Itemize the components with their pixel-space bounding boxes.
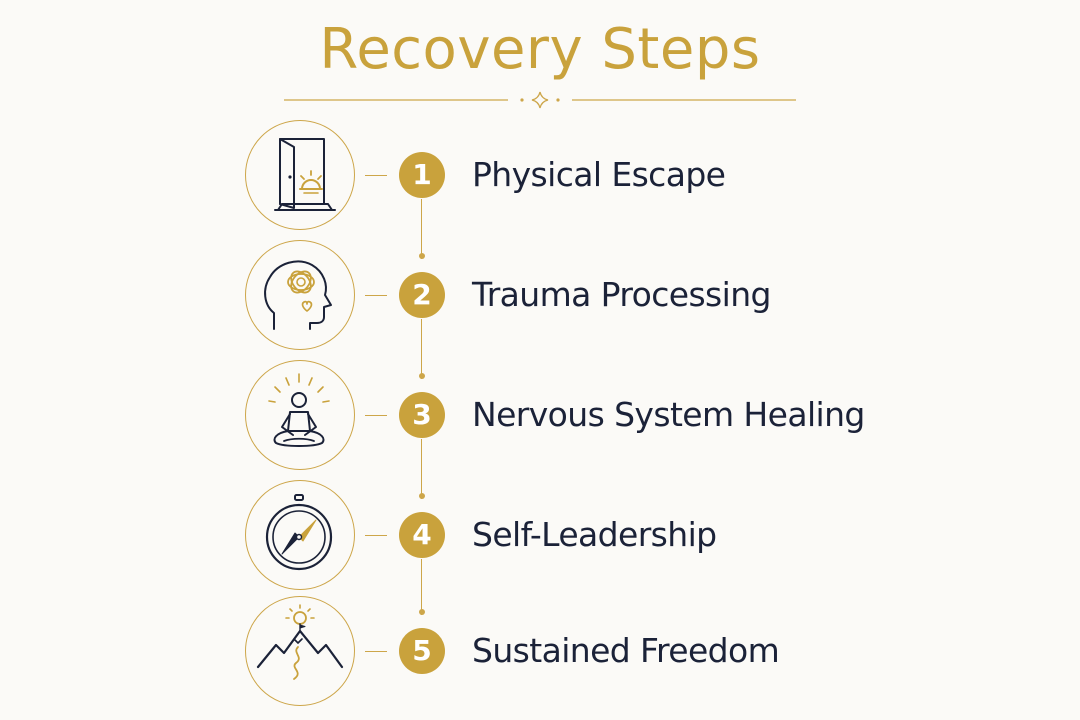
compass-icon (265, 494, 333, 571)
step-trauma-processing: 2 Trauma Processing (0, 240, 1080, 352)
timeline-dot (419, 373, 425, 379)
timeline-connector (421, 559, 422, 615)
open-door-sunrise-icon (274, 138, 336, 211)
step-label: Sustained Freedom (472, 631, 780, 670)
timeline-dot (419, 493, 425, 499)
step-number-badge: 1 (399, 152, 445, 198)
step-number-badge: 5 (399, 628, 445, 674)
step-connector-line (365, 651, 387, 652)
step-number-badge: 2 (399, 272, 445, 318)
step-self-leadership: 4 Self-Leadership (0, 480, 1080, 592)
step-connector-line (365, 415, 387, 416)
step-sustained-freedom: 5 Sustained Freedom (0, 596, 1080, 708)
step-connector-line (365, 295, 387, 296)
timeline-dot (419, 609, 425, 615)
timeline-connector (421, 319, 422, 379)
timeline-connector (421, 199, 422, 259)
step-connector-line (365, 175, 387, 176)
step-number-badge: 4 (399, 512, 445, 558)
step-nervous-system-healing: 3 Nervous System Healing (0, 360, 1080, 472)
step-icon-frame (245, 480, 355, 590)
step-label: Self-Leadership (472, 515, 717, 554)
timeline-dot (419, 253, 425, 259)
meditating-person-icon (268, 373, 330, 447)
step-physical-escape: 1 Physical Escape (0, 120, 1080, 232)
timeline-connector (421, 439, 422, 499)
page-title: Recovery Steps (319, 17, 761, 82)
title-divider (284, 91, 796, 109)
head-with-tangled-thoughts-heart-icon (264, 260, 332, 330)
step-label: Trauma Processing (472, 275, 771, 314)
step-label: Physical Escape (472, 155, 726, 194)
step-connector-line (365, 535, 387, 536)
step-icon-frame (245, 360, 355, 470)
step-label: Nervous System Healing (472, 395, 865, 434)
step-number-badge: 3 (399, 392, 445, 438)
step-icon-frame (245, 596, 355, 706)
mountains-sun-path-icon (256, 604, 344, 680)
step-icon-frame (245, 240, 355, 350)
step-icon-frame (245, 120, 355, 230)
